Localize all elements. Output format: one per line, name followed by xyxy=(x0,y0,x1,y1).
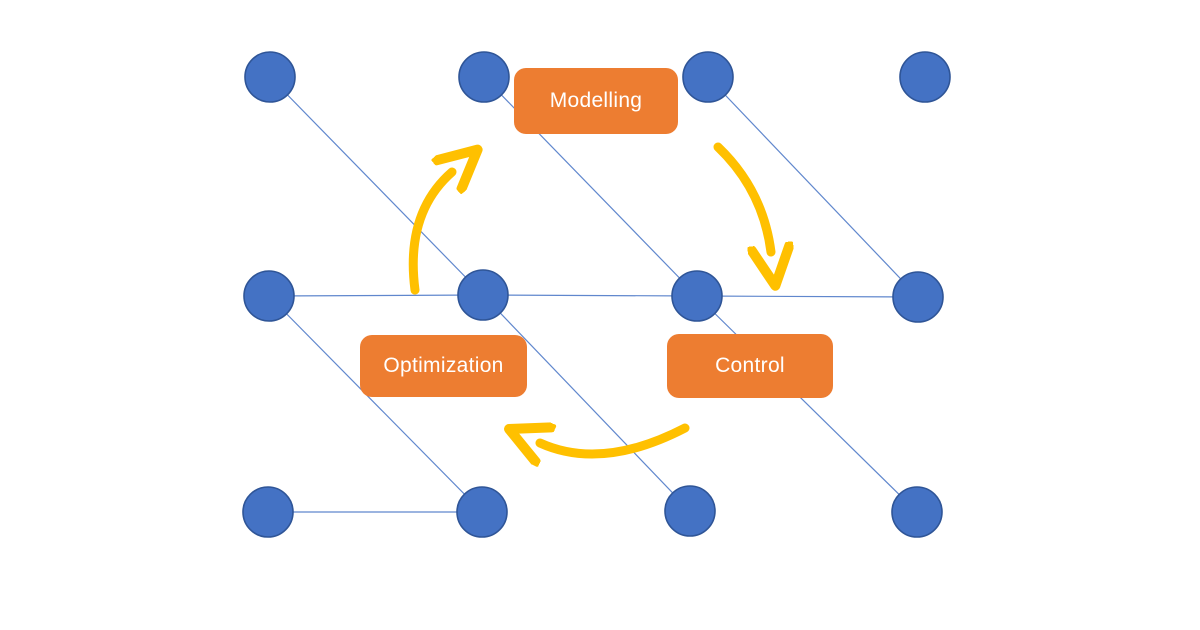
graph-node-bottom-2 xyxy=(456,486,508,538)
graph-edge-middle-2-middle-3 xyxy=(482,294,698,297)
stage-label-modelling: Modelling xyxy=(549,89,643,112)
graph-edge-middle-2-bottom-3 xyxy=(482,294,691,512)
graph-node-bottom-1 xyxy=(242,486,294,538)
stage-label-optimization: Optimization xyxy=(383,354,504,377)
graph-node-middle-4 xyxy=(892,271,944,323)
graph-edge-middle-3-bottom-4 xyxy=(696,295,918,513)
graph-node-bottom-4 xyxy=(891,486,943,538)
graph-node-top-4 xyxy=(899,51,951,103)
stage-label-control: Control xyxy=(715,354,785,377)
graph-node-middle-1 xyxy=(243,270,295,322)
edges-layer xyxy=(268,76,919,513)
graph-node-bottom-3 xyxy=(664,485,716,537)
stage-box-optimization: Optimization xyxy=(360,335,527,397)
cycle-arrows-layer xyxy=(408,142,771,454)
cycle-arrow-control-to-optimization xyxy=(540,428,690,454)
stage-box-modelling: Modelling xyxy=(514,68,678,134)
graph-edge-middle-1-middle-2 xyxy=(268,294,484,297)
graph-edge-top-3-middle-4 xyxy=(707,76,919,298)
graph-edge-top-1-middle-2 xyxy=(269,76,484,296)
cycle-arrow-modelling-to-control xyxy=(713,142,771,252)
graph-node-top-3 xyxy=(682,51,734,103)
graph-node-middle-2 xyxy=(457,269,509,321)
graph-node-middle-3 xyxy=(671,270,723,322)
stage-box-control: Control xyxy=(667,334,833,398)
graph-node-top-1 xyxy=(244,51,296,103)
nodes-layer xyxy=(242,51,951,538)
graph-edge-middle-1-bottom-2 xyxy=(268,295,483,513)
graph-node-top-2 xyxy=(458,51,510,103)
graph-edge-middle-3-middle-4 xyxy=(696,295,919,298)
cycle-arrow-optimization-to-modelling xyxy=(408,172,452,295)
